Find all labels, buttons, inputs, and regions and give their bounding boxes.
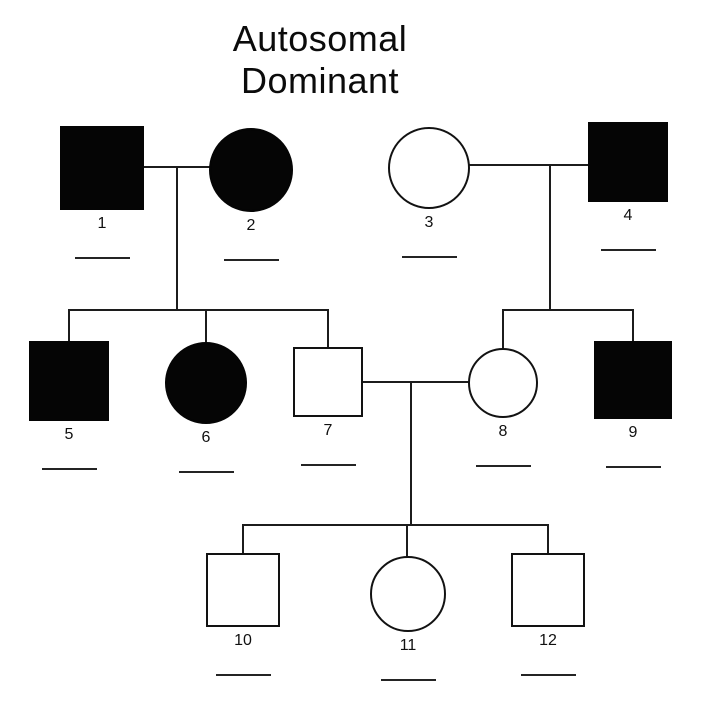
drop-line-11: [406, 524, 408, 558]
genotype-blank-line: [223, 259, 279, 261]
individual-number: 12: [539, 632, 557, 649]
drop-line-9: [632, 309, 634, 343]
couple-line-3-4: [429, 164, 628, 166]
genotype-blank-line: [41, 468, 97, 470]
individual-7: 7: [293, 347, 363, 466]
individual-6: 6: [165, 342, 247, 473]
individual-number: 3: [424, 214, 434, 231]
individual-number: 1: [97, 215, 107, 232]
couple-line-7-8: [328, 381, 503, 383]
unaffected-male-symbol: [293, 347, 363, 417]
descent-line-couple-3-4: [549, 164, 551, 311]
genotype-blank-line: [74, 257, 130, 259]
unaffected-female-symbol: [388, 127, 470, 209]
genotype-blank-line: [178, 471, 234, 473]
descent-line-couple-7-8: [410, 381, 412, 526]
individual-number: 8: [498, 423, 508, 440]
unaffected-female-symbol: [370, 556, 446, 632]
individual-1: 1: [60, 126, 144, 259]
individual-12: 12: [511, 553, 585, 676]
descent-line-couple-1-2: [176, 167, 178, 311]
sibship-line-gen3: [242, 524, 548, 526]
affected-male-symbol: [60, 126, 144, 210]
individual-number: 5: [64, 426, 74, 443]
drop-line-8: [502, 309, 504, 350]
genotype-blank-line: [401, 256, 457, 258]
individual-11: 11: [370, 556, 446, 681]
individual-8: 8: [468, 348, 538, 467]
individual-number: 10: [234, 632, 252, 649]
genotype-blank-line: [300, 464, 356, 466]
genotype-blank-line: [520, 674, 576, 676]
affected-male-symbol: [594, 341, 672, 419]
individual-number: 7: [323, 422, 333, 439]
unaffected-male-symbol: [206, 553, 280, 627]
affected-male-symbol: [29, 341, 109, 421]
individual-5: 5: [29, 341, 109, 470]
individual-number: 4: [623, 207, 633, 224]
chart-title: Autosomal Dominant: [140, 18, 500, 102]
drop-line-7: [327, 309, 329, 349]
drop-line-6: [205, 309, 207, 344]
individual-9: 9: [594, 341, 672, 468]
genotype-blank-line: [600, 249, 656, 251]
title-line-1: Autosomal: [232, 18, 408, 59]
affected-female-symbol: [165, 342, 247, 424]
individual-2: 2: [209, 128, 293, 261]
unaffected-female-symbol: [468, 348, 538, 418]
drop-line-12: [547, 524, 549, 555]
affected-female-symbol: [209, 128, 293, 212]
individual-number: 11: [399, 637, 417, 654]
unaffected-male-symbol: [511, 553, 585, 627]
drop-line-5: [68, 309, 70, 343]
individual-number: 9: [628, 424, 638, 441]
individual-10: 10: [206, 553, 280, 676]
genotype-blank-line: [475, 465, 531, 467]
sibship-line-gen2-right: [502, 309, 634, 311]
genotype-blank-line: [605, 466, 661, 468]
genotype-blank-line: [380, 679, 436, 681]
individual-number: 2: [246, 217, 256, 234]
individual-4: 4: [588, 122, 668, 251]
drop-line-10: [242, 524, 244, 555]
individual-number: 6: [201, 429, 211, 446]
title-line-2: Dominant: [240, 60, 400, 101]
individual-3: 3: [388, 127, 470, 258]
sibship-line-gen2-left: [68, 309, 328, 311]
genotype-blank-line: [215, 674, 271, 676]
affected-male-symbol: [588, 122, 668, 202]
